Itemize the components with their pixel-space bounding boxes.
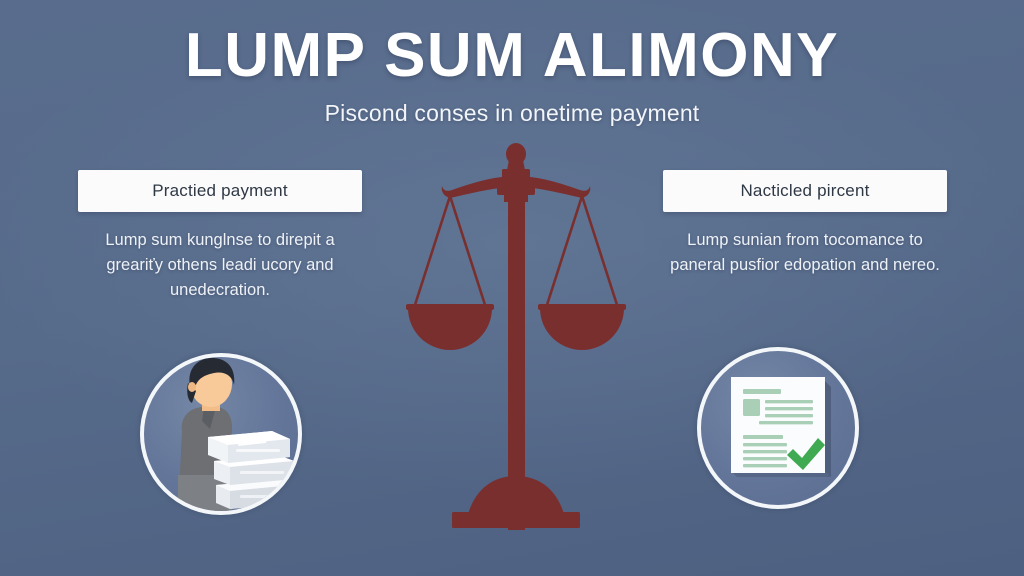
scales-of-justice-icon xyxy=(406,143,626,550)
left-panel-body-text: Lump sum kunglnse to direpit a greariťy … xyxy=(105,231,335,299)
scales-of-justice-illustration xyxy=(398,140,634,550)
right-panel-body-text: Lump sunian from tocomance to paneral pu… xyxy=(670,231,940,274)
right-circle-ring xyxy=(697,347,859,509)
right-panel-label-box: Nacticled pircent xyxy=(663,170,947,212)
page-title: LUMP SUM ALIMONY xyxy=(184,21,840,90)
left-illustration-circle xyxy=(140,353,302,515)
header: LUMP SUM ALIMONY Piscond conses in oneti… xyxy=(0,22,1024,127)
page-subtitle: Piscond conses in onetime payment xyxy=(324,100,700,126)
left-panel-label-box: Practied payment xyxy=(78,170,362,212)
right-panel-label-text: Nacticled pircent xyxy=(740,181,870,200)
right-illustration-circle xyxy=(697,347,859,509)
left-panel-label-text: Practied payment xyxy=(152,181,288,200)
left-panel: Practied payment Lump sum kunglnse to di… xyxy=(70,170,370,303)
left-circle-ring xyxy=(140,353,302,515)
right-panel: Nacticled pircent Lump sunian from tocom… xyxy=(655,170,955,278)
